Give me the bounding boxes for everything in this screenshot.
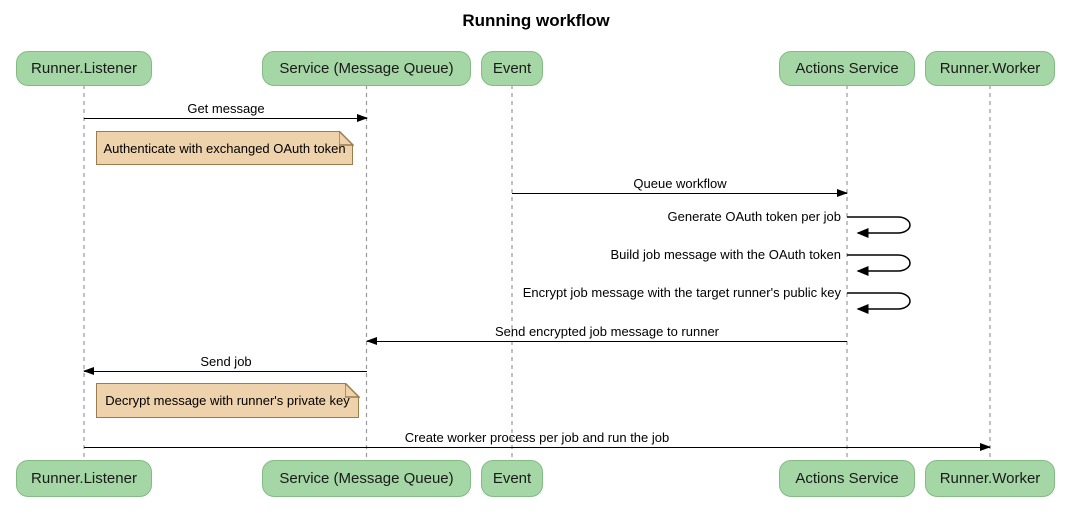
arrow-get-message [84, 113, 368, 122]
note-authenticate: Authenticate with exchanged OAuth token [96, 130, 354, 165]
arrow-queue-workflow [512, 188, 848, 197]
note-decrypt: Decrypt message with runner's private ke… [96, 382, 360, 418]
participant-runner-listener-top: Runner.Listener [16, 51, 152, 86]
arrow-send-job [83, 366, 367, 375]
message-label-send-job: Send job [200, 354, 252, 369]
participant-runner-worker-bottom: Runner.Worker [925, 460, 1055, 497]
participant-service-bottom: Service (Message Queue) [262, 460, 471, 497]
arrow-create-worker-process [84, 442, 991, 451]
message-label-encrypt-message: Encrypt job message with the target runn… [522, 285, 841, 300]
note-fold-icon [344, 382, 360, 398]
note-text: Decrypt message with runner's private ke… [105, 393, 350, 408]
message-label-send-encrypted-job-message: Send encrypted job message to runner [494, 324, 720, 339]
participant-actions-service-top: Actions Service [779, 51, 915, 86]
participant-actions-service-bottom: Actions Service [779, 460, 915, 497]
participant-event-top: Event [481, 51, 543, 86]
message-label-create-worker-process: Create worker process per job and run th… [404, 430, 670, 445]
message-label-get-message: Get message [187, 101, 265, 116]
note-fold-icon [338, 130, 354, 146]
participant-service-top: Service (Message Queue) [262, 51, 471, 86]
arrow-send-encrypted-job-message [366, 336, 847, 345]
diagram-title: Running workflow [462, 11, 610, 30]
participant-runner-worker-top: Runner.Worker [925, 51, 1055, 86]
self-loop-build-message [847, 254, 911, 276]
self-loop-generate-token [847, 216, 911, 238]
message-label-build-message: Build job message with the OAuth token [610, 247, 841, 262]
message-label-queue-workflow: Queue workflow [633, 176, 727, 191]
note-text: Authenticate with exchanged OAuth token [103, 140, 346, 156]
self-loop-encrypt-message [847, 292, 911, 314]
participant-event-bottom: Event [481, 460, 543, 497]
message-label-generate-token: Generate OAuth token per job [667, 209, 841, 224]
participant-runner-listener-bottom: Runner.Listener [16, 460, 152, 497]
